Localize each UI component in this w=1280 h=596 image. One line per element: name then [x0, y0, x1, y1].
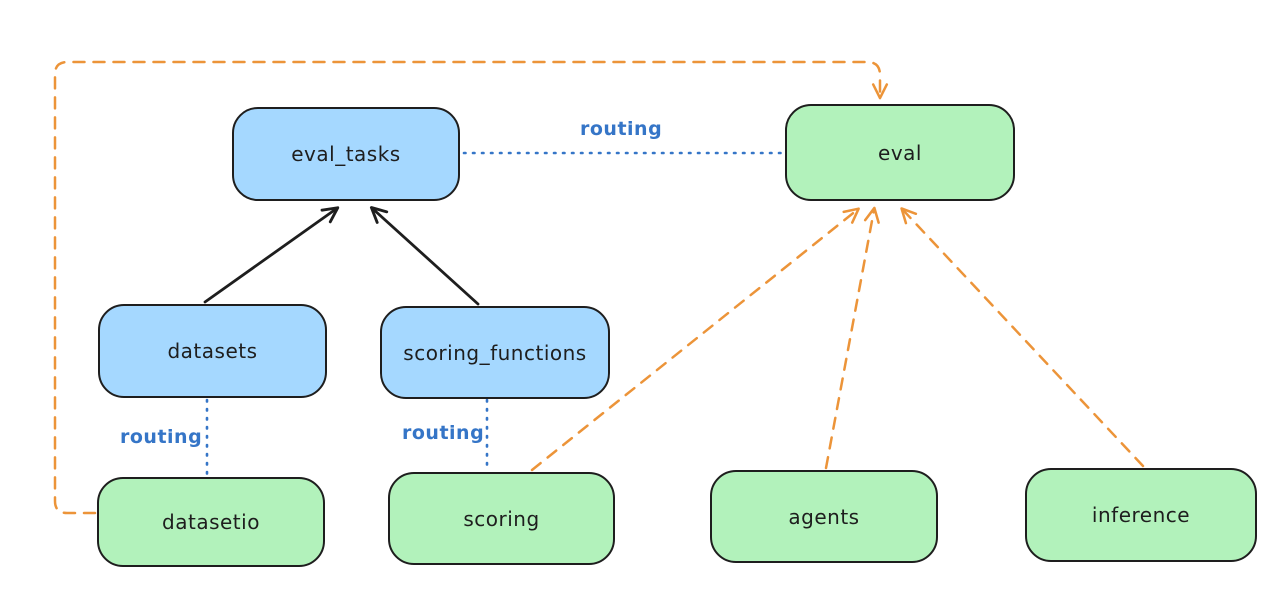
- node-eval-tasks-label: eval_tasks: [291, 142, 401, 166]
- node-scoring-label: scoring: [463, 506, 540, 531]
- node-eval-label: eval: [878, 140, 922, 165]
- node-datasetio: datasetio: [97, 477, 325, 567]
- node-inference: inference: [1025, 468, 1257, 562]
- edge-inference-to-eval: [900, 207, 1145, 468]
- node-eval-tasks: eval_tasks: [232, 107, 460, 201]
- node-eval: eval: [785, 104, 1015, 201]
- edge-label-routing-top: routing: [580, 118, 663, 140]
- node-inference-label: inference: [1091, 503, 1191, 527]
- edge-scoring-to-eval: [530, 207, 860, 472]
- node-agents-label: agents: [788, 504, 860, 529]
- node-scoring-functions-label: scoring_functions: [403, 340, 587, 365]
- node-agents: agents: [710, 470, 938, 563]
- node-datasets: datasets: [98, 304, 327, 398]
- node-datasets-label: datasets: [167, 339, 258, 363]
- edge-datasetio-to-eval-loop: [53, 60, 889, 515]
- node-datasetio-label: datasetio: [162, 510, 260, 534]
- edge-label-routing-datasets: routing: [120, 426, 203, 448]
- edge-scoring-functions-to-eval-tasks: [369, 206, 480, 306]
- node-scoring: scoring: [388, 472, 615, 565]
- edge-label-routing-scoring: routing: [402, 422, 485, 444]
- edge-datasets-to-eval-tasks: [203, 206, 340, 304]
- edge-agents-to-eval: [824, 206, 880, 470]
- node-scoring-functions: scoring_functions: [380, 306, 610, 399]
